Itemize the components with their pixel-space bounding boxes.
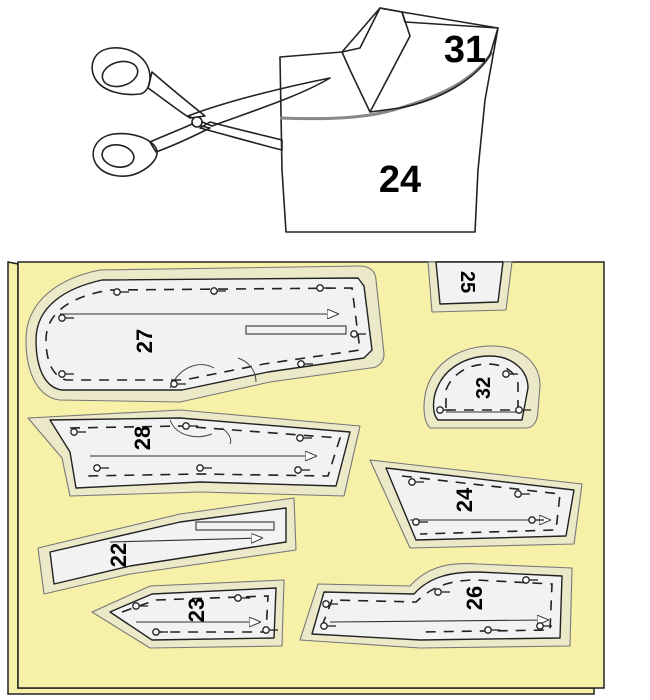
scissors-icon: [91, 47, 331, 177]
pattern-piece-26: 26: [299, 563, 573, 649]
piece-label-27: 27: [132, 329, 157, 353]
pattern-piece-25: 25: [427, 261, 513, 313]
pattern-piece-32: 32: [423, 345, 541, 429]
pattern-piece-23: 23: [91, 579, 285, 649]
piece-label-28: 28: [130, 426, 155, 450]
pattern-piece-24: 24: [369, 459, 583, 549]
piece-label-25: 25: [456, 271, 478, 293]
pattern-sheet-24: [279, 7, 499, 233]
pattern-label-24: 24: [379, 159, 421, 201]
fabric-layout: 27 25 32: [7, 261, 605, 695]
scissors-scene: 31 24: [91, 7, 499, 233]
pattern-sheet-31: [341, 7, 499, 113]
pattern-piece-28: 28: [27, 409, 361, 497]
pattern-piece-22: 22: [37, 497, 297, 595]
piece-label-23: 23: [184, 598, 209, 622]
piece-label-32: 32: [473, 377, 495, 399]
piece-label-22: 22: [106, 543, 131, 567]
piece-label-26: 26: [462, 586, 487, 610]
pattern-piece-27: 27: [25, 265, 385, 403]
piece-label-24: 24: [452, 487, 477, 512]
pattern-label-31: 31: [444, 29, 486, 71]
